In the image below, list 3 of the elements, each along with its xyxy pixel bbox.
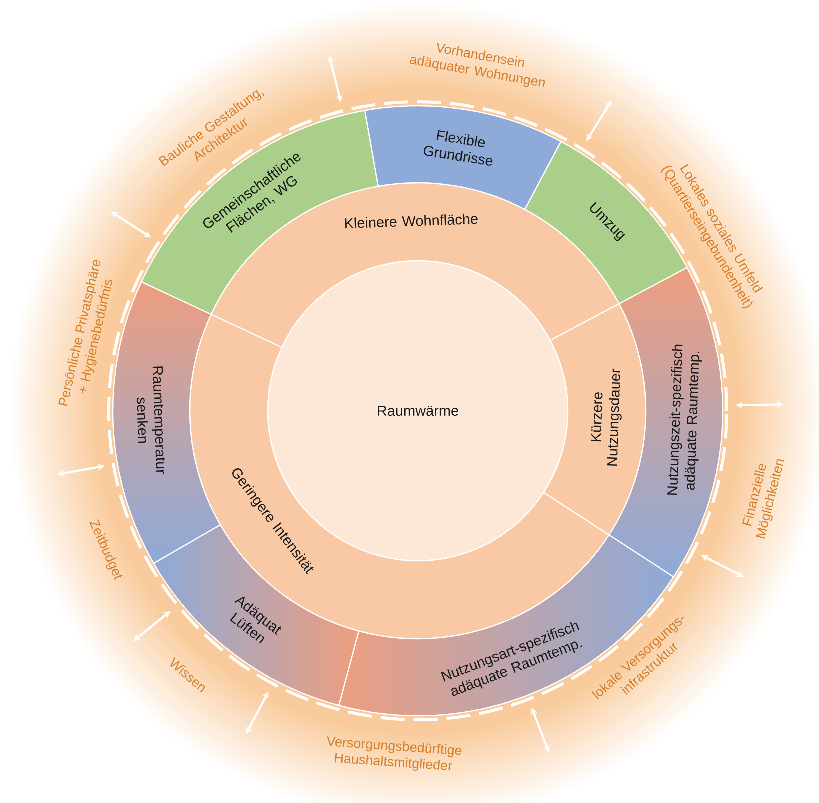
factor-label: Versorgungsbedürftige Haushaltsmitglieder <box>327 736 462 771</box>
ring-segment: Flexible Grundrisse <box>364 105 562 210</box>
ring-segment: Kürzere Nutzungsdauer <box>543 303 646 536</box>
